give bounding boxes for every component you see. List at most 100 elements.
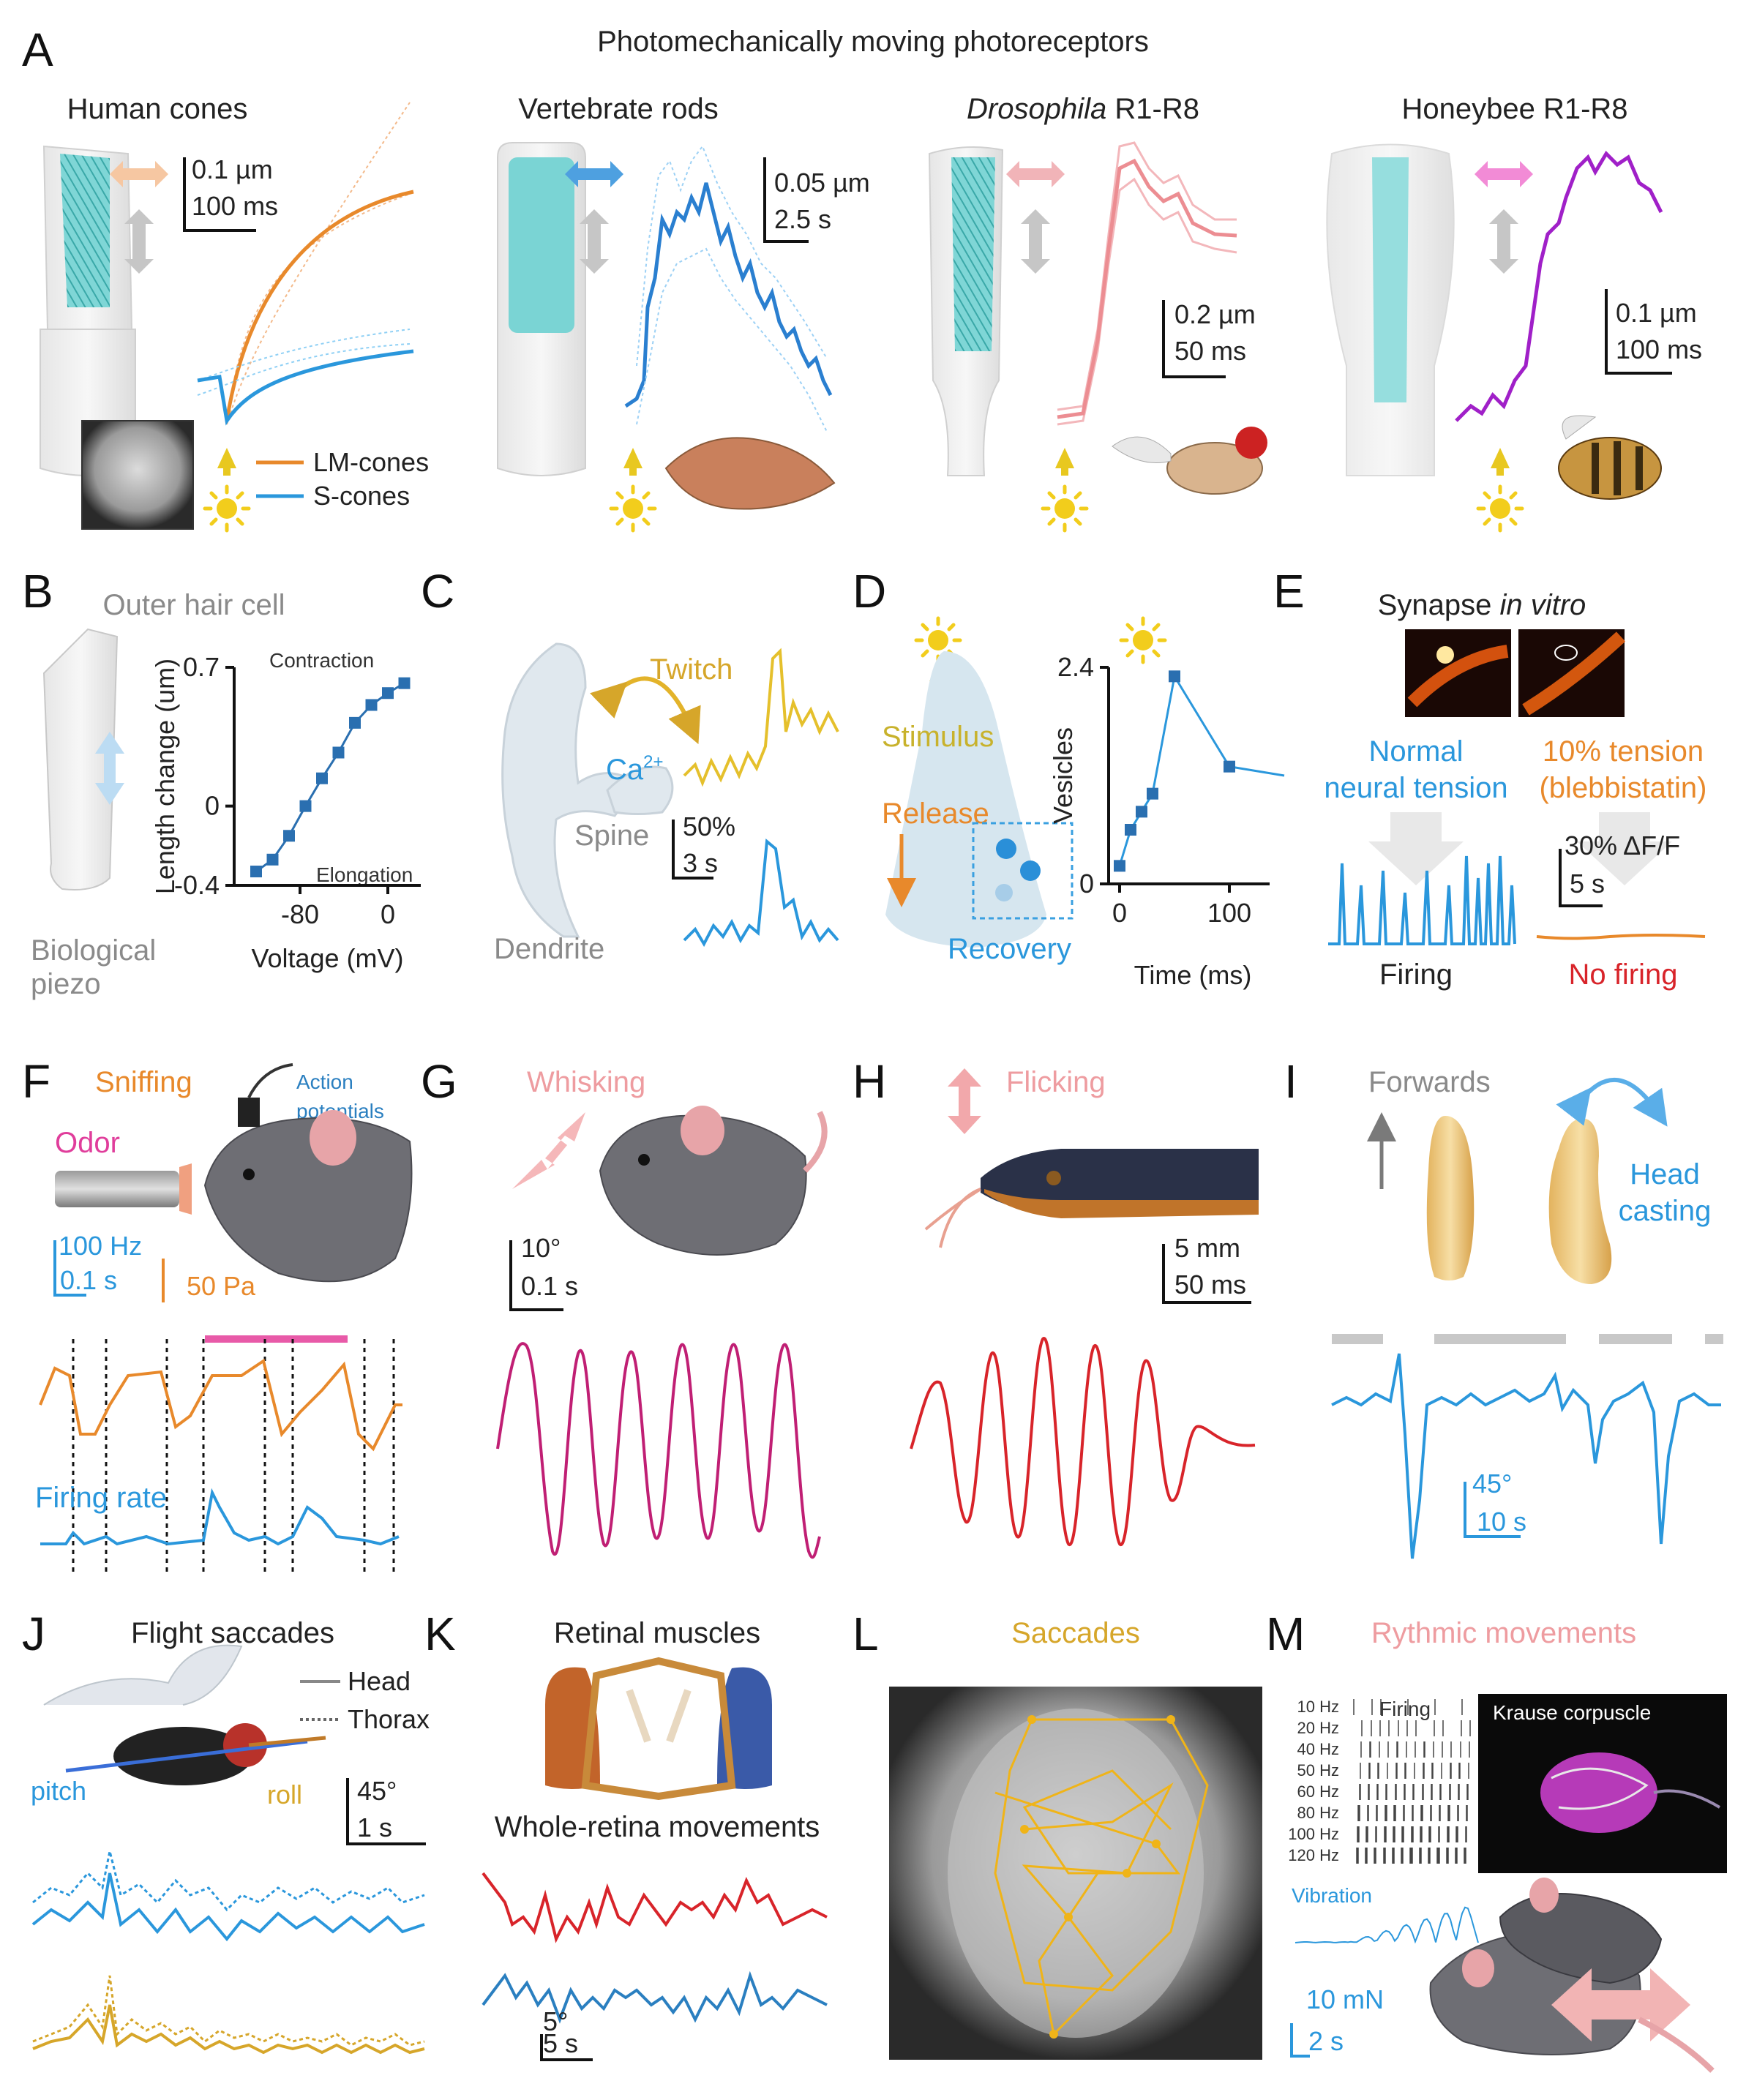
rod-outer-segment — [509, 157, 574, 333]
krause-corpuscle-blob — [1540, 1752, 1657, 1833]
legend-s-label: S-cones — [313, 481, 410, 511]
mouse-eye — [243, 1169, 255, 1180]
vibration-label: Vibration — [1292, 1884, 1372, 1907]
normal-tension-label-2: neural tension — [1324, 772, 1507, 804]
panel-e-scale-time: 5 s — [1570, 869, 1605, 899]
panel-l: L Saccades — [853, 1608, 1262, 2060]
chart-sun-icon — [1121, 618, 1165, 662]
panel-c-scalebar — [672, 820, 713, 880]
bee-rhabdom — [1372, 157, 1409, 402]
biological-piezo-2: piezo — [31, 968, 101, 1000]
panel-g: G Whisking 10° 0.1 s — [421, 1055, 828, 1559]
d-point-3 — [1147, 787, 1158, 800]
mouse-bottom-ear — [1462, 1949, 1494, 1987]
panel-letter-c: C — [421, 565, 454, 618]
synapse-title-main: Synapse — [1378, 589, 1500, 621]
panel-g-scale-deg: 10° — [521, 1233, 561, 1263]
normal-tension-label-1: Normal — [1369, 735, 1464, 768]
b-y-tick-label-1: 0 — [205, 791, 220, 821]
legend-head-label: Head — [348, 1666, 411, 1696]
rods-title: Vertebrate rods — [518, 93, 719, 125]
panel-letter-f: F — [22, 1055, 50, 1108]
muscle-right — [666, 1689, 692, 1743]
d-y-tick-label-1: 2.4 — [1057, 652, 1094, 682]
right-retina-trace — [482, 1970, 828, 2024]
forwards-label: Forwards — [1368, 1066, 1491, 1098]
head-casting-arrow-icon — [1556, 1077, 1668, 1127]
panel-f: F Sniffing Action potentials Odor 100 Hz… — [22, 1055, 413, 1573]
drosophila-subpanel: Drosophila R1-R8 0.2 µm 50 ms — [928, 93, 1267, 530]
blowfly-eye — [223, 1723, 267, 1767]
firing-rate-label: Firing rate — [35, 1482, 167, 1514]
d-point-5 — [1224, 760, 1235, 773]
pitch-head-trace — [31, 1872, 425, 1942]
human-cones-title: Human cones — [67, 93, 248, 125]
dendrite-shape — [501, 642, 626, 938]
fly-light-arrow-icon — [1055, 448, 1074, 476]
pitch-thorax-trace — [32, 1850, 425, 1912]
flicking-double-arrow-icon — [948, 1068, 981, 1134]
mouse-top — [1499, 1893, 1663, 1984]
whisking-mouse — [599, 1114, 807, 1256]
freq-label-0: 10 Hz — [1297, 1698, 1339, 1716]
mouse-tail — [1638, 2017, 1715, 2073]
bee-light-arrow-icon — [1491, 448, 1510, 476]
roll-axis — [248, 1736, 326, 1747]
fly-horizontal-double-arrow-icon — [1006, 161, 1065, 187]
panel-letter-d: D — [853, 565, 886, 618]
panel-letter-j: J — [22, 1608, 45, 1660]
sniffing-label: Sniffing — [95, 1066, 192, 1098]
scale-pa-label: 50 Pa — [187, 1271, 256, 1301]
b-point-2 — [283, 830, 295, 842]
b-y-tick-label-0: -0.4 — [174, 870, 220, 900]
d-point-1 — [1125, 824, 1136, 836]
panel-i-scalebar — [1464, 1482, 1521, 1538]
d-point-2 — [1136, 806, 1147, 818]
freq-label-7: 120 Hz — [1288, 1846, 1339, 1864]
roll-head-trace — [32, 2004, 425, 2055]
b-point-1 — [266, 853, 279, 866]
b-point-0 — [250, 866, 262, 878]
spine-label: Spine — [574, 820, 649, 852]
vesicle-2 — [1020, 860, 1041, 881]
ap-label-1: Action — [296, 1070, 353, 1093]
fruit-fly-illustration — [1166, 442, 1263, 495]
panel-h-scale-time: 50 ms — [1174, 1270, 1246, 1300]
panel-letter-b: B — [22, 565, 53, 618]
vibration-waveform — [1294, 1906, 1479, 1944]
rod-trace — [624, 182, 833, 408]
snake-tongue — [924, 1188, 982, 1248]
pitch-label: pitch — [31, 1776, 86, 1806]
lm-cone-trace — [225, 190, 414, 421]
human-scale-length: 0.1 µm — [192, 154, 273, 184]
fly-trace — [1057, 158, 1237, 419]
salamander-illustration — [664, 437, 836, 510]
lm-cone-error-upper — [226, 193, 411, 425]
panel-letter-i: I — [1284, 1055, 1297, 1108]
honeybee-illustration — [1558, 437, 1662, 500]
panel-h-scale-len: 5 mm — [1174, 1233, 1240, 1263]
vibration-trace — [1294, 1906, 1479, 1944]
b-x-tick-label-0: -80 — [281, 899, 319, 929]
fruit-fly-wing — [1112, 436, 1172, 463]
human-scalebar — [183, 157, 256, 232]
bee-trace — [1455, 150, 1663, 422]
odor-label: Odor — [55, 1127, 120, 1159]
bee-sun-icon — [1478, 487, 1522, 530]
human-cones-subpanel: Human cones 0.1 µm 100 ms LM-cones S-con… — [40, 93, 429, 530]
bee-stripes — [1592, 441, 1643, 495]
stimulus-label: Stimulus — [882, 721, 994, 753]
panel-letter-l: L — [853, 1608, 879, 1660]
larva-casting — [1548, 1118, 1612, 1284]
fly-scalebar — [1162, 300, 1226, 378]
firing-trace — [1328, 855, 1516, 945]
firing-rate-trace — [40, 1488, 400, 1546]
synapse-title: Synapse in vitro — [1378, 589, 1586, 621]
twitch-arrow-icon — [590, 676, 701, 745]
panel-e-scalebar — [1559, 849, 1603, 907]
b-x-tick-label-1: 0 — [381, 899, 395, 929]
mouse-top-ear — [1529, 1878, 1559, 1913]
